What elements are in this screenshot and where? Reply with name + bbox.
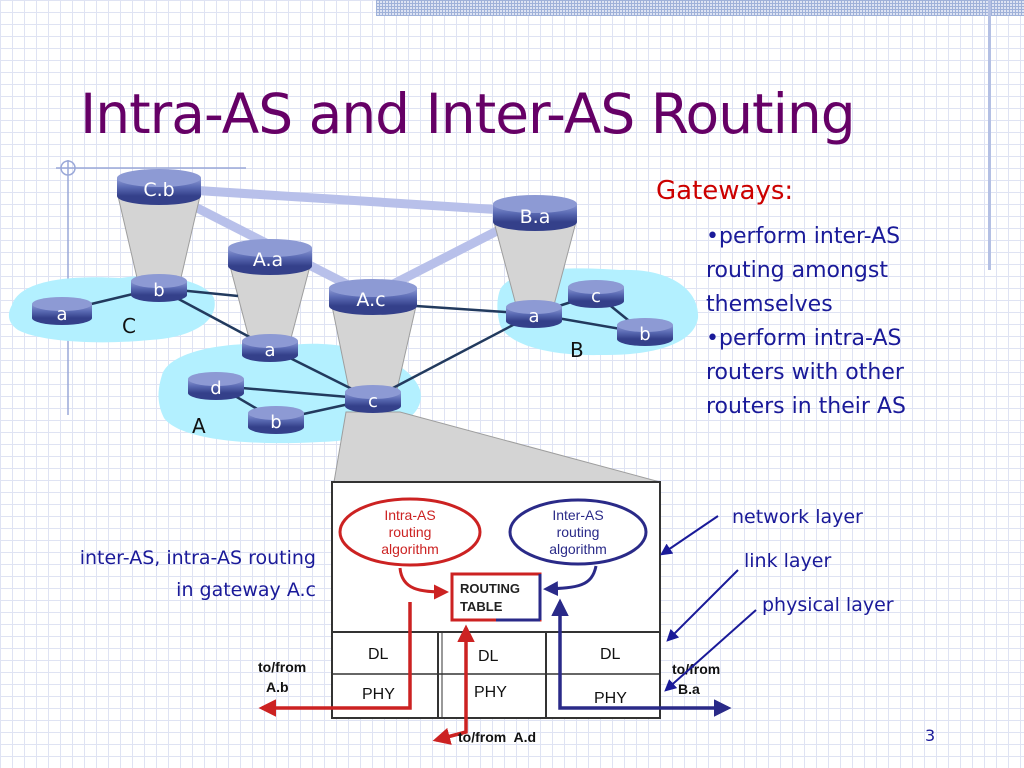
inter-to-table-arrow <box>543 565 598 597</box>
intra-as-line3: algorithm <box>381 541 439 557</box>
link-layer-pointer <box>666 569 739 642</box>
inter-as-link <box>157 183 535 217</box>
router-label: a <box>264 340 275 361</box>
to-from-ab-arrow <box>258 602 412 717</box>
inter-as-line1: Inter-AS <box>552 507 603 523</box>
gateways-bullet-list: •perform inter-AS routing amongst themse… <box>706 220 966 424</box>
to-from-ad-label: to/from A.d <box>458 729 536 745</box>
router-label: b <box>270 412 281 433</box>
router-ac: A.c <box>329 279 417 315</box>
router-label: B.a <box>520 206 551 228</box>
physical-layer-label: physical layer <box>762 594 894 616</box>
to-from-ba-arrow <box>551 598 732 717</box>
router-label: a <box>56 304 67 325</box>
router-label: A.a <box>253 249 283 271</box>
network-layer-pointer <box>660 515 719 556</box>
phy-label: PHY <box>474 684 507 701</box>
router-label: a <box>528 306 539 327</box>
dl-label: DL <box>368 646 389 663</box>
router-aa: A.a <box>228 239 312 275</box>
intra-as-line1: Intra-AS <box>384 507 435 523</box>
router-c-b: b <box>131 274 187 302</box>
gateways-bullet: •perform intra-AS routers with other rou… <box>706 326 906 419</box>
phy-label: PHY <box>594 690 627 707</box>
decorative-vertical-rule <box>988 0 991 270</box>
intra-as-line2: routing <box>389 524 432 540</box>
gateways-bullet: •perform inter-AS routing amongst themse… <box>706 224 901 317</box>
router-a-c: c <box>345 385 401 413</box>
decorative-grid-band <box>376 0 1024 16</box>
router-a-a: a <box>242 334 298 362</box>
router-cb: C.b <box>117 169 201 205</box>
page-number: 3 <box>925 726 936 745</box>
routing-table-line1: ROUTING <box>460 581 520 596</box>
guide-circle <box>60 160 76 176</box>
inter-as-line2: routing <box>557 524 600 540</box>
router-ba: B.a <box>493 195 577 231</box>
as-label-b: B <box>570 338 584 362</box>
cone-aa <box>229 265 311 343</box>
dl-label: DL <box>478 648 499 665</box>
gateway-side-label: inter-AS, intra-AS routing in gateway A.… <box>79 547 316 601</box>
inter-as-line3: algorithm <box>549 541 607 557</box>
routing-table-line2: TABLE <box>460 599 503 614</box>
router-a-d: d <box>188 372 244 400</box>
slide-title: Intra-AS and Inter-AS Routing <box>80 82 856 146</box>
router-label: c <box>591 286 601 307</box>
router-c-a: a <box>32 297 92 325</box>
physical-layer-pointer <box>664 609 757 692</box>
router-b-b: b <box>617 318 673 346</box>
as-label-a: A <box>192 414 206 438</box>
link-layer-label: link layer <box>744 550 832 572</box>
network-layer-label: network layer <box>732 506 863 528</box>
cone-cb <box>117 195 201 283</box>
to-from-ad-arrow <box>432 624 475 745</box>
router-label: c <box>368 391 378 412</box>
gateway-zoom-cone <box>333 411 661 483</box>
gateway-detail-box: Intra-AS routing algorithm Inter-AS rout… <box>258 481 732 745</box>
router-a-b: b <box>248 406 304 434</box>
router-label: b <box>153 280 164 301</box>
router-label: b <box>639 324 650 345</box>
intra-to-table-arrow <box>398 567 449 600</box>
intra-as-algorithm-ellipse <box>338 497 482 567</box>
as-label-c: C <box>122 314 136 338</box>
to-from-ab-line1: to/from <box>258 659 306 675</box>
router-b-c: c <box>568 280 624 308</box>
to-from-ab-line2: A.b <box>266 679 289 695</box>
router-label: A.c <box>356 289 385 311</box>
router-b-a: a <box>506 300 562 328</box>
dl-label: DL <box>600 646 621 663</box>
inter-as-algorithm-ellipse <box>508 498 648 566</box>
phy-label: PHY <box>362 686 395 703</box>
to-from-ba-line2: B.a <box>678 681 700 697</box>
gateways-heading: Gateways: <box>656 176 794 206</box>
router-label: C.b <box>143 179 174 201</box>
router-label: d <box>210 378 221 399</box>
